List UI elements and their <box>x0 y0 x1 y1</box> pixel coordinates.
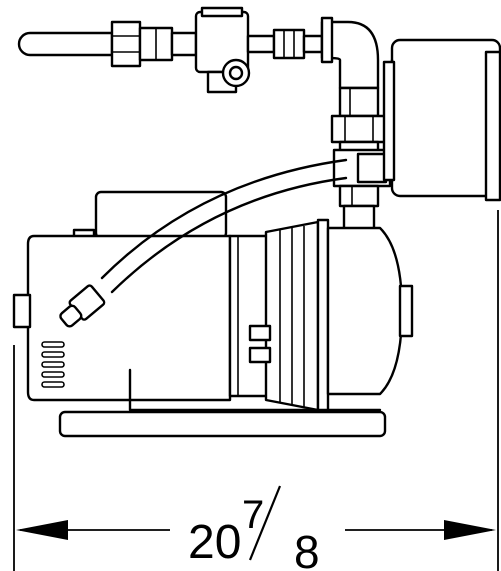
width-dimension: 20 7 8 <box>13 210 499 571</box>
arrowhead-right <box>444 520 496 540</box>
vertical-pipe <box>330 86 392 232</box>
mounting-base <box>58 368 387 438</box>
pump-head <box>248 218 414 414</box>
pressure-switch-box <box>382 38 501 202</box>
fraction-slash <box>248 485 282 561</box>
inlet-pipe-assembly <box>17 6 380 94</box>
dimension-whole: 20 <box>188 516 241 569</box>
bypass-hose <box>59 158 348 328</box>
dimension-denominator: 8 <box>294 526 320 571</box>
motor <box>12 190 272 402</box>
arrowhead-left <box>16 520 68 540</box>
dimension-numerator: 7 <box>242 493 264 537</box>
